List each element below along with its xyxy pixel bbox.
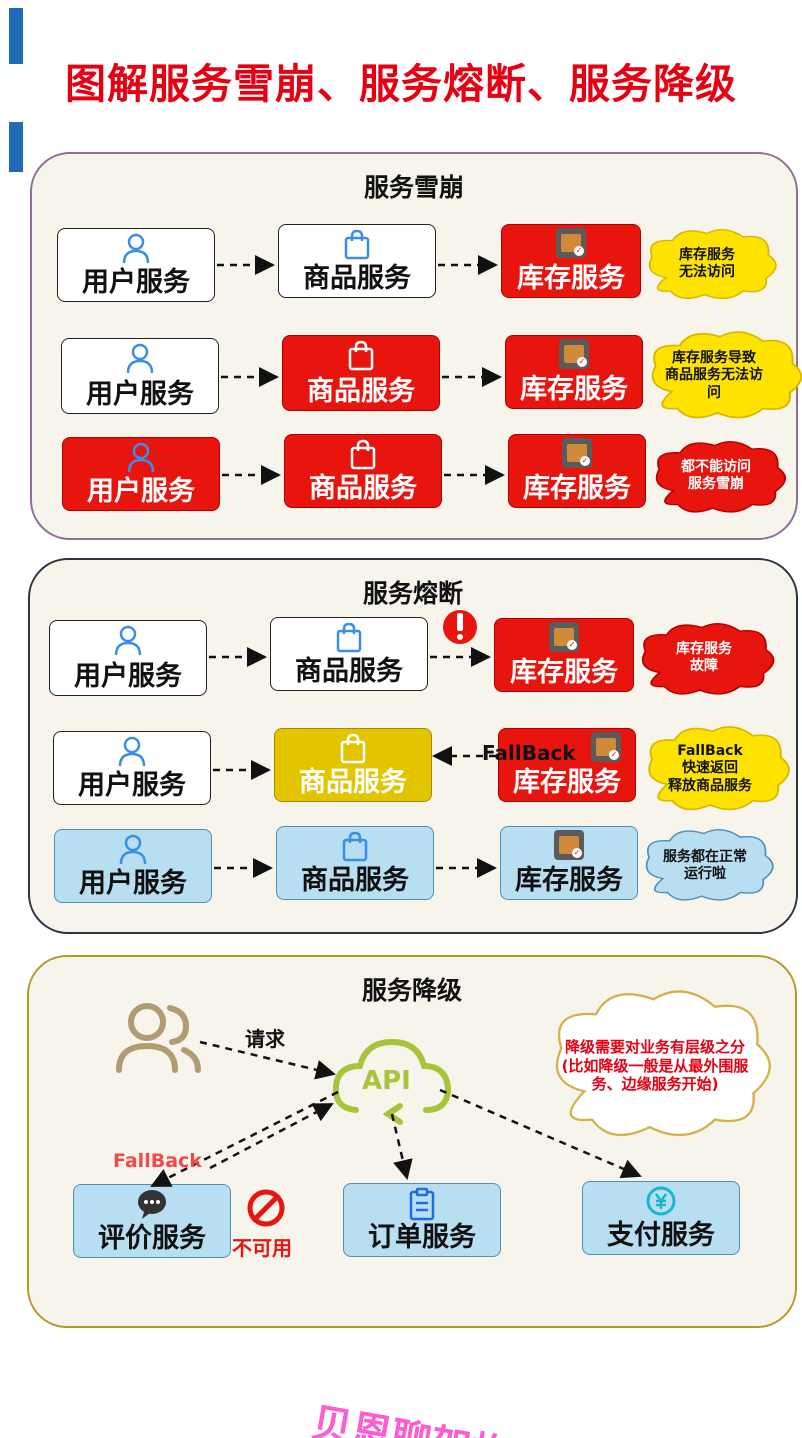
product-service: 商品服务	[270, 617, 428, 691]
inventory-service-label: 库存服务	[523, 473, 631, 504]
product-service-label: 商品服务	[309, 473, 417, 504]
inventory-service-label: 库存服务	[515, 865, 623, 896]
note-all-running: 服务都在正常运行啦	[663, 848, 747, 883]
yen-coin-icon	[645, 1185, 677, 1221]
user-service: 用户服务	[61, 338, 219, 414]
user-icon	[125, 342, 155, 378]
inventory-service-label: 库存服务	[517, 263, 625, 294]
user-service-label: 用户服务	[86, 379, 194, 410]
product-service-label: 商品服务	[307, 376, 415, 407]
note-degrade-hierarchy: 降级需要对业务有层级之分(比如降级一般是从最外围服务、边缘服务开始)	[561, 1037, 749, 1094]
package-icon: ✓	[556, 228, 586, 258]
user-service-label: 用户服务	[87, 476, 195, 507]
user-service-label: 用户服务	[74, 661, 182, 692]
user-service: 用户服务	[62, 437, 220, 511]
review-service: 评价服务	[73, 1184, 231, 1258]
breaker-arrows	[209, 647, 497, 878]
note-inventory-fault: 库存服务故障	[676, 640, 732, 675]
note-inventory-unreachable: 库存服务无法访问	[679, 246, 735, 281]
request-label: 请求	[245, 1027, 285, 1051]
product-service: 商品服务	[278, 224, 436, 298]
breaker-title: 服务熔断	[362, 579, 463, 608]
shopping-bag-icon	[340, 830, 370, 866]
package-icon: ✓	[562, 438, 592, 468]
user-service-label: 用户服务	[78, 770, 186, 801]
unavailable-label: 不可用	[232, 1236, 292, 1260]
payment-service: 支付服务	[582, 1181, 740, 1255]
user-icon	[117, 735, 147, 771]
user-service-label: 用户服务	[82, 267, 190, 298]
degrade-title: 服务降级	[361, 976, 462, 1005]
product-service: 商品服务	[274, 728, 432, 802]
inventory-service-label: 库存服务	[520, 374, 628, 405]
degrade-fallback-label: FallBack	[113, 1150, 202, 1172]
package-icon: ✓	[559, 339, 589, 369]
review-service-label: 评价服务	[98, 1223, 206, 1254]
exclamation-icon	[443, 610, 477, 644]
shopping-bag-icon	[346, 339, 376, 375]
product-service-label: 商品服务	[299, 767, 407, 798]
user-service-label: 用户服务	[79, 868, 187, 899]
inventory-service: ✓ 库存服务	[494, 618, 634, 692]
api-cloud-icon	[332, 1038, 452, 1125]
accent-bar-top	[9, 8, 23, 64]
inventory-service: ✓ 库存服务	[505, 335, 643, 409]
product-service-label: 商品服务	[301, 865, 409, 896]
degrade-arrows	[150, 1040, 642, 1188]
order-service: 订单服务	[343, 1183, 501, 1257]
product-service: 商品服务	[284, 434, 442, 508]
forbidden-icon	[247, 1189, 285, 1227]
package-icon: ✓	[549, 622, 579, 652]
user-icon	[118, 833, 148, 869]
product-service: 商品服务	[276, 826, 434, 900]
shopping-bag-icon	[342, 228, 372, 264]
page-title: 图解服务雪崩、服务熔断、服务降级	[65, 60, 737, 108]
product-service-label: 商品服务	[303, 263, 411, 294]
avalanche-arrows	[217, 255, 505, 485]
user-icon	[121, 232, 151, 268]
avalanche-title: 服务雪崩	[363, 173, 464, 202]
order-service-label: 订单服务	[368, 1222, 476, 1253]
shopping-bag-icon	[338, 732, 368, 768]
shopping-bag-icon	[334, 621, 364, 657]
package-icon: ✓	[591, 732, 621, 762]
note-avalanche: 都不能访问服务雪崩	[681, 458, 751, 493]
user-service: 用户服务	[49, 620, 207, 696]
shopping-bag-icon	[348, 438, 378, 474]
user-icon	[113, 624, 143, 660]
api-label: API	[362, 1066, 411, 1096]
user-icon	[126, 441, 156, 477]
fallback-label: FallBack	[482, 741, 576, 765]
inventory-service: ✓ 库存服务	[508, 434, 646, 508]
accent-bar-bottom	[9, 122, 23, 172]
product-service-label: 商品服务	[295, 656, 403, 687]
inventory-service: ✓ 库存服务	[501, 224, 641, 298]
package-icon: ✓	[554, 830, 584, 860]
inventory-service-label: 库存服务	[510, 657, 618, 688]
user-service: 用户服务	[54, 829, 212, 903]
payment-service-label: 支付服务	[607, 1220, 715, 1251]
product-service: 商品服务	[282, 335, 440, 411]
inventory-service: ✓ 库存服务	[500, 826, 638, 900]
note-cascade-failure: 库存服务导致商品服务无法访问	[665, 349, 763, 401]
users-icon	[116, 1003, 201, 1073]
clipboard-icon	[408, 1187, 436, 1225]
inventory-service-label: 库存服务	[513, 767, 621, 798]
inventory-service: ✓ 库存服务	[498, 728, 636, 802]
user-service: 用户服务	[53, 731, 211, 805]
user-service: 用户服务	[57, 228, 215, 302]
chat-bubble-icon	[136, 1188, 168, 1224]
